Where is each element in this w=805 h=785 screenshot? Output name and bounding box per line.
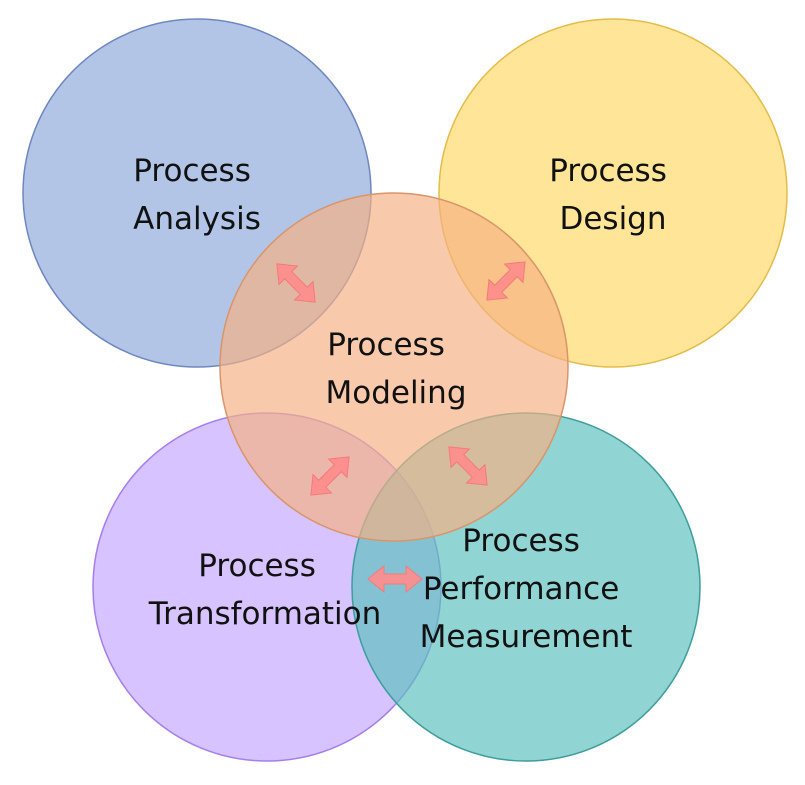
transformation-label-line: Process (198, 548, 316, 584)
labels-layer: Process Analysis Process Design Process … (133, 153, 676, 655)
arrows-layer (276, 261, 526, 594)
design-label-line: Process (549, 153, 667, 189)
transformation-measurement-arrow (367, 564, 423, 594)
measurement-label-line: Process (462, 523, 580, 559)
circles-layer (22, 18, 788, 762)
design-label-line: Design (559, 201, 666, 237)
modeling-label-line: Modeling (325, 375, 466, 411)
measurement-modeling-arrow (448, 446, 488, 486)
measurement-label-line: Performance (423, 571, 619, 607)
measurement-label-line: Measurement (420, 619, 633, 655)
analysis-label: Process Analysis (133, 153, 261, 237)
transformation-label: Process Transformation (148, 548, 382, 632)
analysis-modeling-arrow (276, 263, 316, 303)
design-label: Process Design (549, 153, 676, 237)
analysis-label-line: Analysis (133, 201, 261, 237)
measurement-label: Process Performance Measurement (420, 523, 633, 655)
transformation-modeling-arrow (310, 456, 350, 496)
analysis-label-line: Process (133, 153, 251, 189)
modeling-label: Process Modeling (325, 327, 466, 411)
transformation-label-line: Transformation (148, 596, 382, 632)
design-modeling-arrow (486, 261, 526, 301)
modeling-circle (219, 192, 569, 542)
modeling-label-line: Process (327, 327, 445, 363)
